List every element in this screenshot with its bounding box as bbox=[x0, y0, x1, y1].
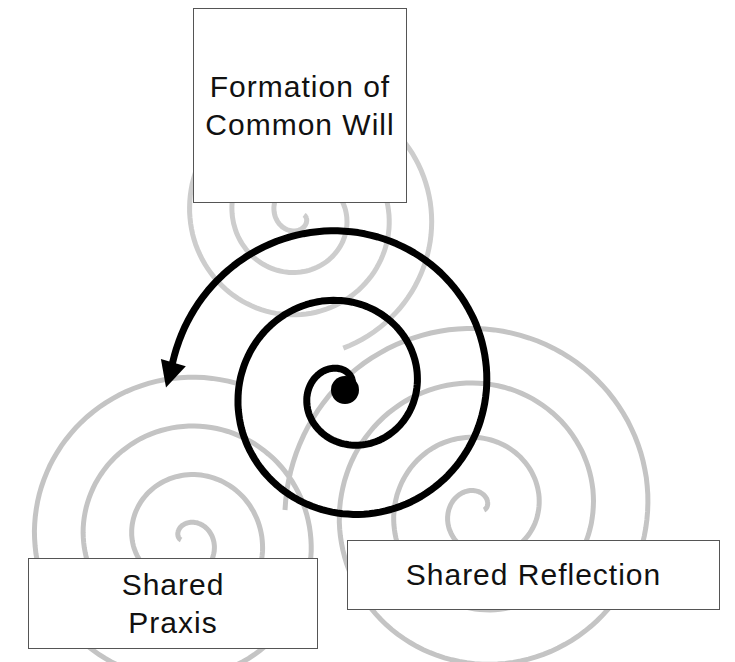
arrow-head bbox=[161, 359, 186, 388]
text-box: Formation of Common Will bbox=[193, 8, 407, 203]
box-label: Formation of Common Will bbox=[205, 68, 395, 143]
box-label: Shared Reflection bbox=[406, 556, 661, 594]
text-box: Shared Praxis bbox=[28, 558, 318, 649]
spiral-center-dot bbox=[331, 376, 359, 404]
text-box: Shared Reflection bbox=[347, 540, 720, 610]
black-spiral bbox=[171, 231, 487, 515]
box-label: Shared Praxis bbox=[78, 566, 268, 641]
grey-spiral bbox=[285, 329, 648, 662]
